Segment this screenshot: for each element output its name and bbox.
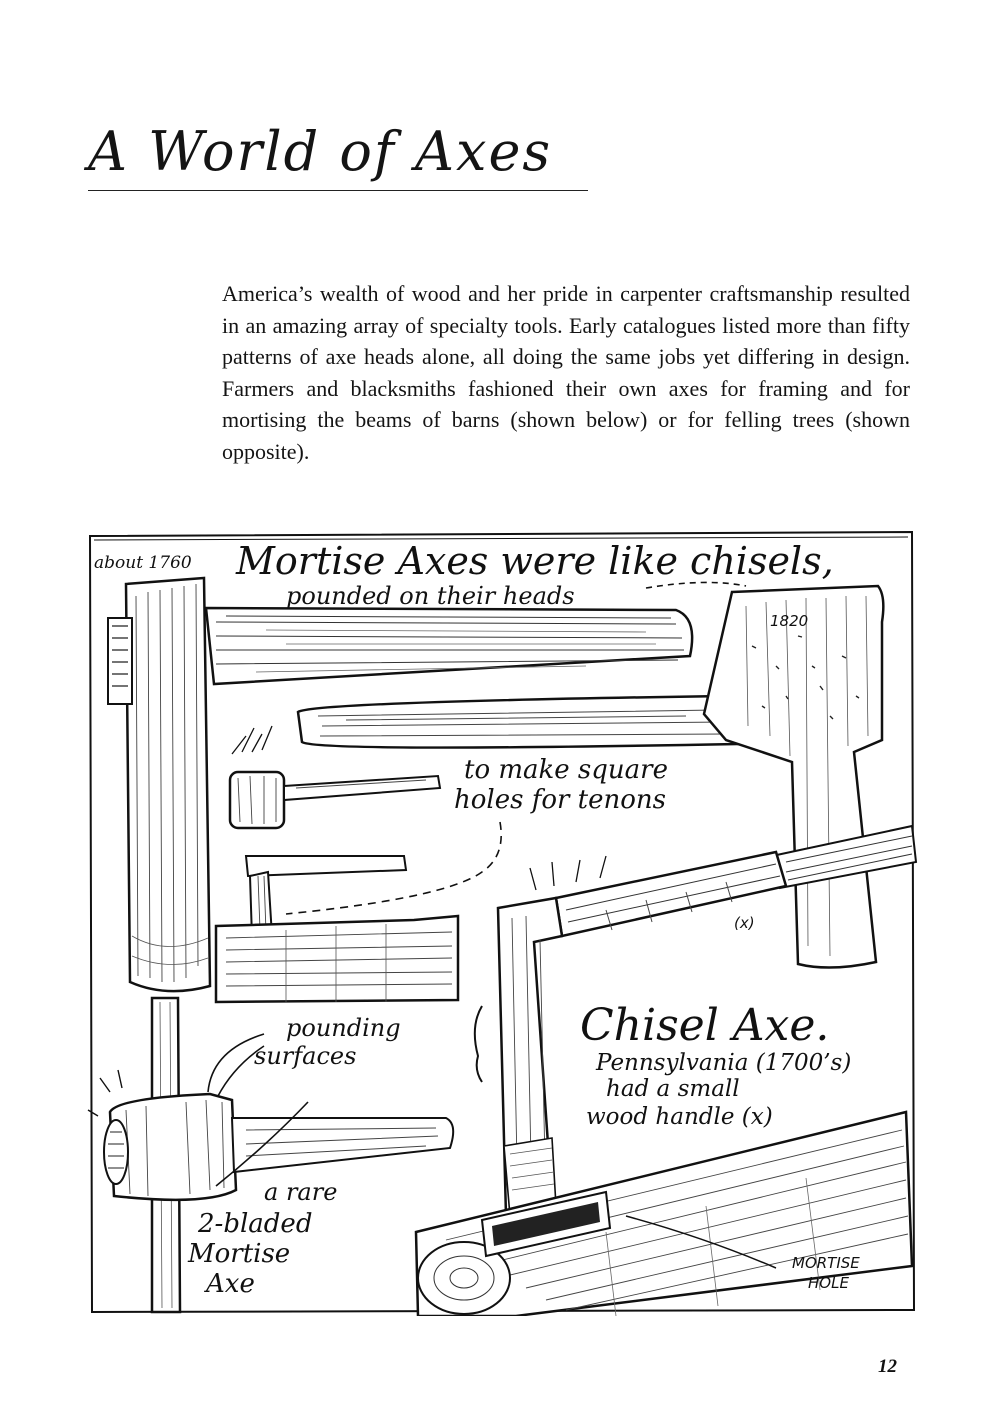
- chisel-axe-title: Chisel Axe.: [580, 1000, 829, 1051]
- rare-line1: a rare: [264, 1178, 337, 1206]
- date-stamp: 1820: [770, 612, 808, 630]
- date-label: about 1760: [94, 553, 192, 573]
- mortised-beam-drawing: [414, 1110, 914, 1316]
- rare-line2: 2-bladed: [197, 1209, 312, 1239]
- chisel-line3: wood handle (x): [586, 1104, 773, 1130]
- mortise-axe-left-drawing: [107, 576, 694, 993]
- chisel-line2: had a small: [606, 1076, 740, 1102]
- mortise-axe-right-drawing: [296, 584, 918, 969]
- intro-paragraph: America’s wealth of wood and her pride i…: [222, 281, 910, 464]
- chisel-line1: Pennsylvania (1700’s): [595, 1050, 851, 1076]
- purpose-line1: to make square: [464, 755, 668, 785]
- heading-pointer: [645, 581, 747, 589]
- pounding-line1: pounding: [286, 1014, 401, 1042]
- page-number: 12: [878, 1356, 897, 1377]
- handle-marker: (x): [734, 914, 755, 932]
- small-axe-in-block-drawing: [214, 855, 460, 1004]
- purpose-pointer: [285, 821, 502, 915]
- mallet-drawing: [228, 725, 442, 830]
- heading-line1: Mortise Axes were like chisels,: [235, 539, 834, 583]
- mortise-hole-line2: HOLE: [808, 1274, 849, 1292]
- pounding-line2: surfaces: [254, 1042, 356, 1070]
- chisel-title-flourish: [473, 1005, 483, 1083]
- page-title: A World of Axes: [88, 112, 608, 208]
- two-bladed-mortise-axe-drawing: [87, 996, 455, 1314]
- rare-line3: Mortise: [187, 1239, 290, 1269]
- rare-line4: Axe: [204, 1269, 255, 1299]
- mortise-hole-line1: MORTISE: [792, 1254, 860, 1272]
- page-title-text: A World of Axes: [88, 120, 553, 183]
- title-underline: [88, 190, 588, 191]
- purpose-line2: holes for tenons: [454, 785, 666, 815]
- illustration-drawing: about 1760 Mortise Axes were like chisel…: [87, 530, 918, 1316]
- chisel-axe-drawing: [496, 850, 788, 1218]
- mortise-axes-illustration: about 1760 Mortise Axes were like chisel…: [86, 526, 920, 1316]
- heading-line2: pounded on their heads: [286, 582, 575, 610]
